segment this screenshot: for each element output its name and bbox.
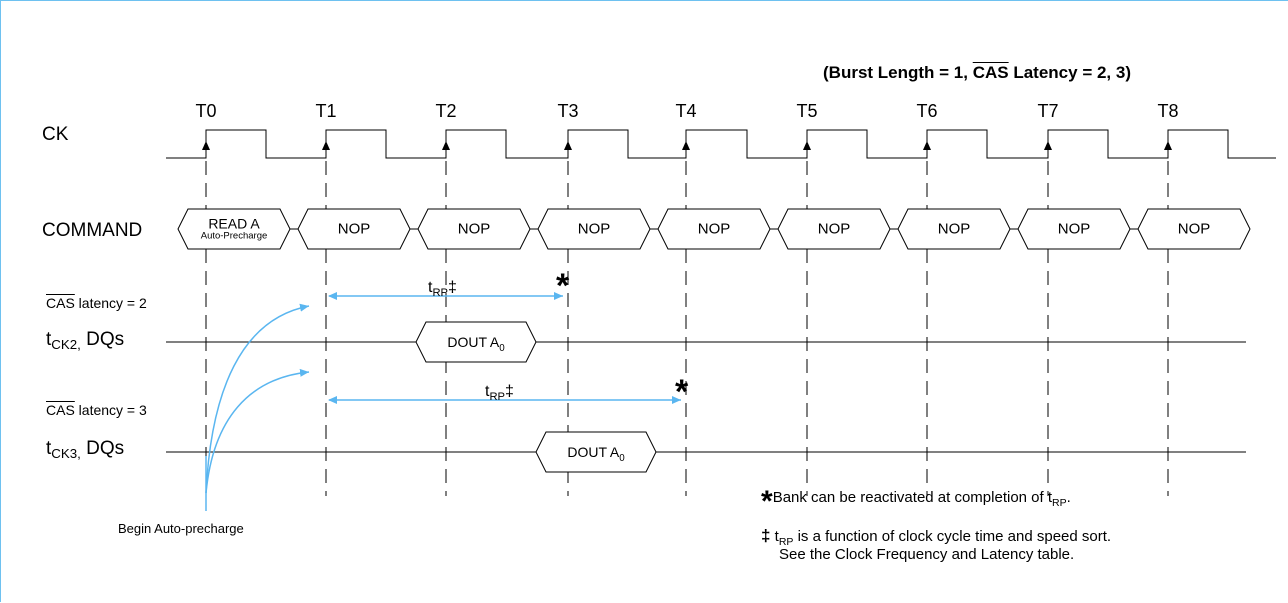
precharge-curve-cas2 <box>205 303 310 494</box>
dout-cas3-text: DOUT A <box>567 444 620 460</box>
command-nop-3: NOP <box>577 220 611 238</box>
cas2-label-cas: CAS <box>46 295 75 311</box>
legend-dagger-symbol: ‡ <box>761 526 771 545</box>
note-prefix: (Burst Length = 1, <box>823 63 973 82</box>
legend-dagger-note: ‡ tRP is a function of clock cycle time … <box>761 526 1111 564</box>
legend-star-end: . <box>1066 489 1071 506</box>
dq-cas3-bus <box>166 431 1246 473</box>
dq-cas3-label: tCK3, DQs <box>46 438 125 461</box>
cas3-label-cas: CAS <box>46 402 75 418</box>
ck-waveform <box>166 129 1276 159</box>
trp-cas3-label: tRP‡ <box>485 383 514 403</box>
legend-dagger-line1: ‡ tRP is a function of clock cycle time … <box>761 526 1112 548</box>
legend-dagger-text: is a function of clock cycle time and sp… <box>793 528 1112 545</box>
dq3-rest: DQs <box>80 438 125 459</box>
legend-star-text: Bank can be reactivated at completion of… <box>772 489 1053 506</box>
cas3-label: CAS latency = 3 <box>46 403 147 417</box>
command-nop-6: NOP <box>937 220 971 238</box>
trp-cas3-mark: ‡ <box>505 383 514 400</box>
note-cas: CAS <box>972 63 1009 82</box>
legend-dagger-t: t <box>774 528 779 545</box>
cas2-label: CAS latency = 2 <box>46 296 147 310</box>
dq-cas2-bus <box>166 321 1246 363</box>
command-bus <box>177 208 1251 250</box>
command-label: COMMAND <box>42 220 143 241</box>
dq2-sub: CK2, <box>51 337 81 352</box>
trp-cas2-t: t <box>428 279 433 296</box>
command-nop-5: NOP <box>817 220 851 238</box>
tick-t5: T5 <box>796 101 818 121</box>
tick-t1: T1 <box>315 101 337 121</box>
begin-auto-precharge-label: Begin Auto-precharge <box>118 521 244 536</box>
clock-edge-arrows <box>202 141 1172 150</box>
command-read: READ A Auto-Precharge <box>201 215 268 242</box>
dout-cas3-sub: 0 <box>619 453 625 464</box>
cas2-label-rest: latency = 2 <box>74 295 147 311</box>
note-suffix: Latency = 2, 3) <box>1008 63 1131 82</box>
dq3-t: t <box>46 438 52 459</box>
trp-cas3-sub: RP <box>489 391 505 403</box>
dq2-rest: DQs <box>80 329 125 350</box>
burst-length-note: (Burst Length = 1, CAS Latency = 2, 3) <box>823 64 1131 81</box>
dq2-t: t <box>46 329 52 350</box>
command-read-line2: Auto-Precharge <box>200 230 268 242</box>
command-nop-7: NOP <box>1057 220 1091 238</box>
tick-t2: T2 <box>435 101 457 121</box>
tick-t6: T6 <box>916 101 938 121</box>
legend-dagger-line2: See the Clock Frequency and Latency tabl… <box>779 546 1075 564</box>
dq-cas2-label: tCK2, DQs <box>46 329 125 352</box>
command-read-line1: READ A <box>208 215 260 232</box>
command-nop-1: NOP <box>337 220 371 238</box>
tick-t3: T3 <box>557 101 579 121</box>
star-cas3: * <box>675 373 689 411</box>
ck-label: CK <box>42 124 69 145</box>
trp-cas2-sub: RP <box>432 287 448 299</box>
trp-cas3-t: t <box>485 383 490 400</box>
dout-cas2-sub: 0 <box>499 343 505 354</box>
legend-dagger-sub: RP <box>778 536 794 548</box>
dout-cas3: DOUT A0 <box>567 444 624 463</box>
dout-cas2-text: DOUT A <box>447 334 500 350</box>
tick-t8: T8 <box>1157 101 1179 121</box>
trp-cas2-label: tRP‡ <box>428 279 457 299</box>
precharge-curve-cas3 <box>205 368 310 494</box>
dout-cas2: DOUT A0 <box>447 334 504 353</box>
tick-t7: T7 <box>1037 101 1059 121</box>
command-nop-4: NOP <box>697 220 731 238</box>
dq3-sub: CK3, <box>51 446 81 461</box>
legend-star-sub: RP <box>1052 497 1067 509</box>
legend-star-symbol: * <box>761 485 773 518</box>
command-nop-2: NOP <box>457 220 491 238</box>
cas3-label-rest: latency = 3 <box>74 402 147 418</box>
trp-cas2-mark: ‡ <box>448 279 457 296</box>
star-cas2: * <box>556 267 570 305</box>
legend-star-note: *Bank can be reactivated at completion o… <box>761 487 1071 517</box>
tick-t0: T0 <box>195 101 217 121</box>
tick-t4: T4 <box>675 101 697 121</box>
command-nop-8: NOP <box>1177 220 1211 238</box>
